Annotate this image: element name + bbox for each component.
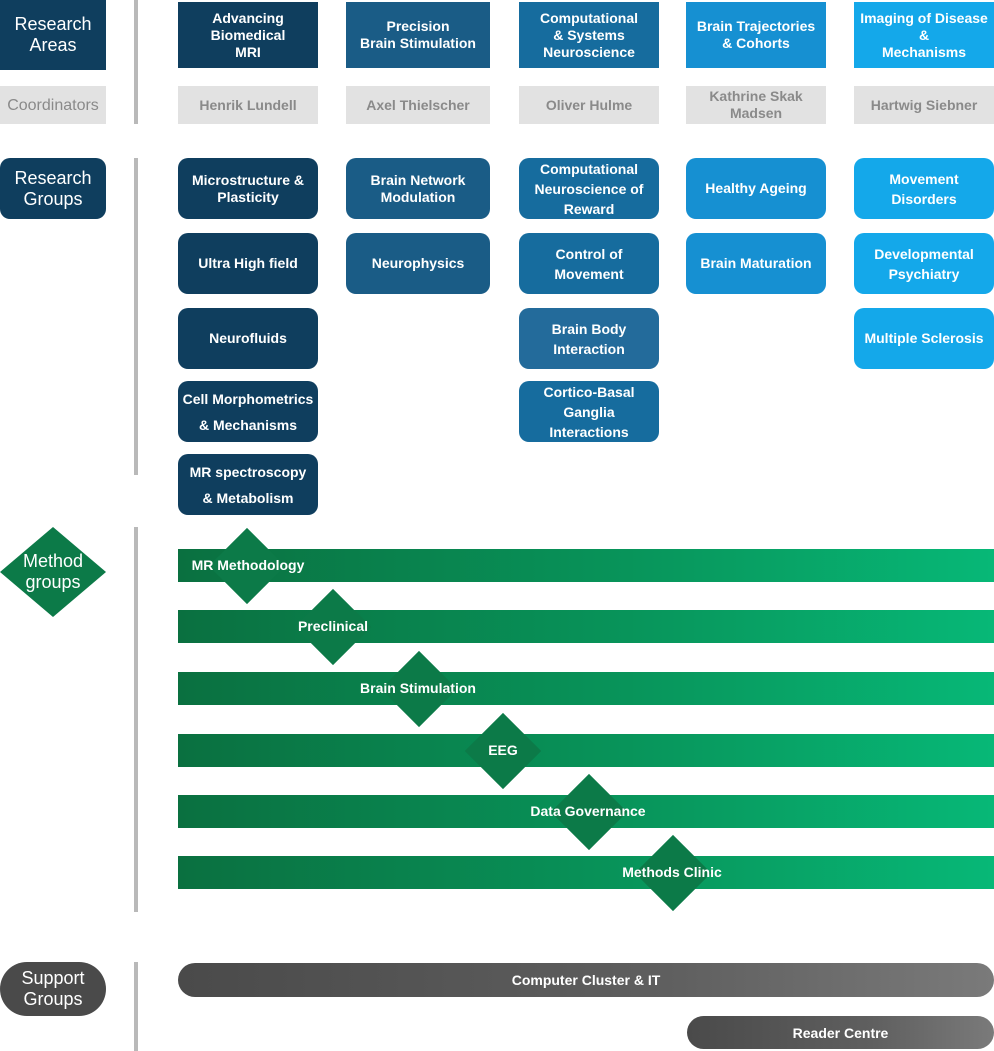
group-developmental-psychiatry[interactable]: Developmental Psychiatry — [854, 233, 994, 294]
group-brain-maturation[interactable]: Brain Maturation — [686, 233, 826, 294]
group-ultra-high-field[interactable]: Ultra High field — [178, 233, 318, 294]
coordinators-label: Coordinators — [0, 86, 106, 124]
area-header-biomedical-mri: Advancing Biomedical MRI — [178, 2, 318, 68]
support-groups-label: Support Groups — [0, 962, 106, 1016]
method-label-eeg[interactable]: EEG — [488, 742, 518, 758]
coordinator-axel-thielscher: Axel Thielscher — [346, 86, 490, 124]
group-brain-network-modulation[interactable]: Brain Network Modulation — [346, 158, 490, 219]
group-mr-spectroscopy[interactable]: MR spectroscopy & Metabolism — [178, 454, 318, 515]
divider-top — [134, 0, 138, 124]
group-neurophysics[interactable]: Neurophysics — [346, 233, 490, 294]
area-header-computational: Computational & Systems Neuroscience — [519, 2, 659, 68]
method-bar-brain-stimulation — [178, 672, 994, 705]
method-label-mr-methodology[interactable]: MR Methodology — [191, 557, 305, 573]
method-groups-label: Method groups — [0, 527, 106, 617]
area-header-brain-stimulation: Precision Brain Stimulation — [346, 2, 490, 68]
divider-support — [134, 962, 138, 1051]
group-multiple-sclerosis[interactable]: Multiple Sclerosis — [854, 308, 994, 369]
group-movement-disorders[interactable]: Movement Disorders — [854, 158, 994, 219]
method-label-methods-clinic[interactable]: Methods Clinic — [622, 864, 722, 880]
research-areas-label: Research Areas — [0, 0, 106, 70]
support-computer-cluster-it[interactable]: Computer Cluster & IT — [178, 963, 994, 997]
method-label-preclinical[interactable]: Preclinical — [297, 618, 369, 634]
area-header-trajectories: Brain Trajectories & Cohorts — [686, 2, 826, 68]
group-cortico-basal-ganglia[interactable]: Cortico-Basal Ganglia Interactions — [519, 381, 659, 442]
group-brain-body-interaction[interactable]: Brain Body Interaction — [519, 308, 659, 369]
method-bar-mr-methodology — [178, 549, 994, 582]
research-groups-label: Research Groups — [0, 158, 106, 219]
group-microstructure-plasticity[interactable]: Microstructure & Plasticity — [178, 158, 318, 219]
support-reader-centre[interactable]: Reader Centre — [687, 1016, 994, 1049]
divider-methods — [134, 527, 138, 912]
method-label-brain-stimulation[interactable]: Brain Stimulation — [360, 680, 476, 696]
group-neurofluids[interactable]: Neurofluids — [178, 308, 318, 369]
coordinator-henrik-lundell: Henrik Lundell — [178, 86, 318, 124]
method-label-data-governance[interactable]: Data Governance — [530, 803, 646, 819]
coordinator-kathrine-skak-madsen: Kathrine Skak Madsen — [686, 86, 826, 124]
divider-groups — [134, 158, 138, 475]
method-bar-eeg — [178, 734, 994, 767]
coordinator-hartwig-siebner: Hartwig Siebner — [854, 86, 994, 124]
group-control-of-movement[interactable]: Control of Movement — [519, 233, 659, 294]
group-cell-morphometrics[interactable]: Cell Morphometrics & Mechanisms — [178, 381, 318, 442]
method-bar-methods-clinic — [178, 856, 994, 889]
coordinator-oliver-hulme: Oliver Hulme — [519, 86, 659, 124]
group-healthy-ageing[interactable]: Healthy Ageing — [686, 158, 826, 219]
method-groups-diamond — [0, 527, 106, 617]
area-header-disease: Imaging of Disease & Mechanisms — [854, 2, 994, 68]
group-computational-reward[interactable]: Computational Neuroscience of Reward — [519, 158, 659, 219]
